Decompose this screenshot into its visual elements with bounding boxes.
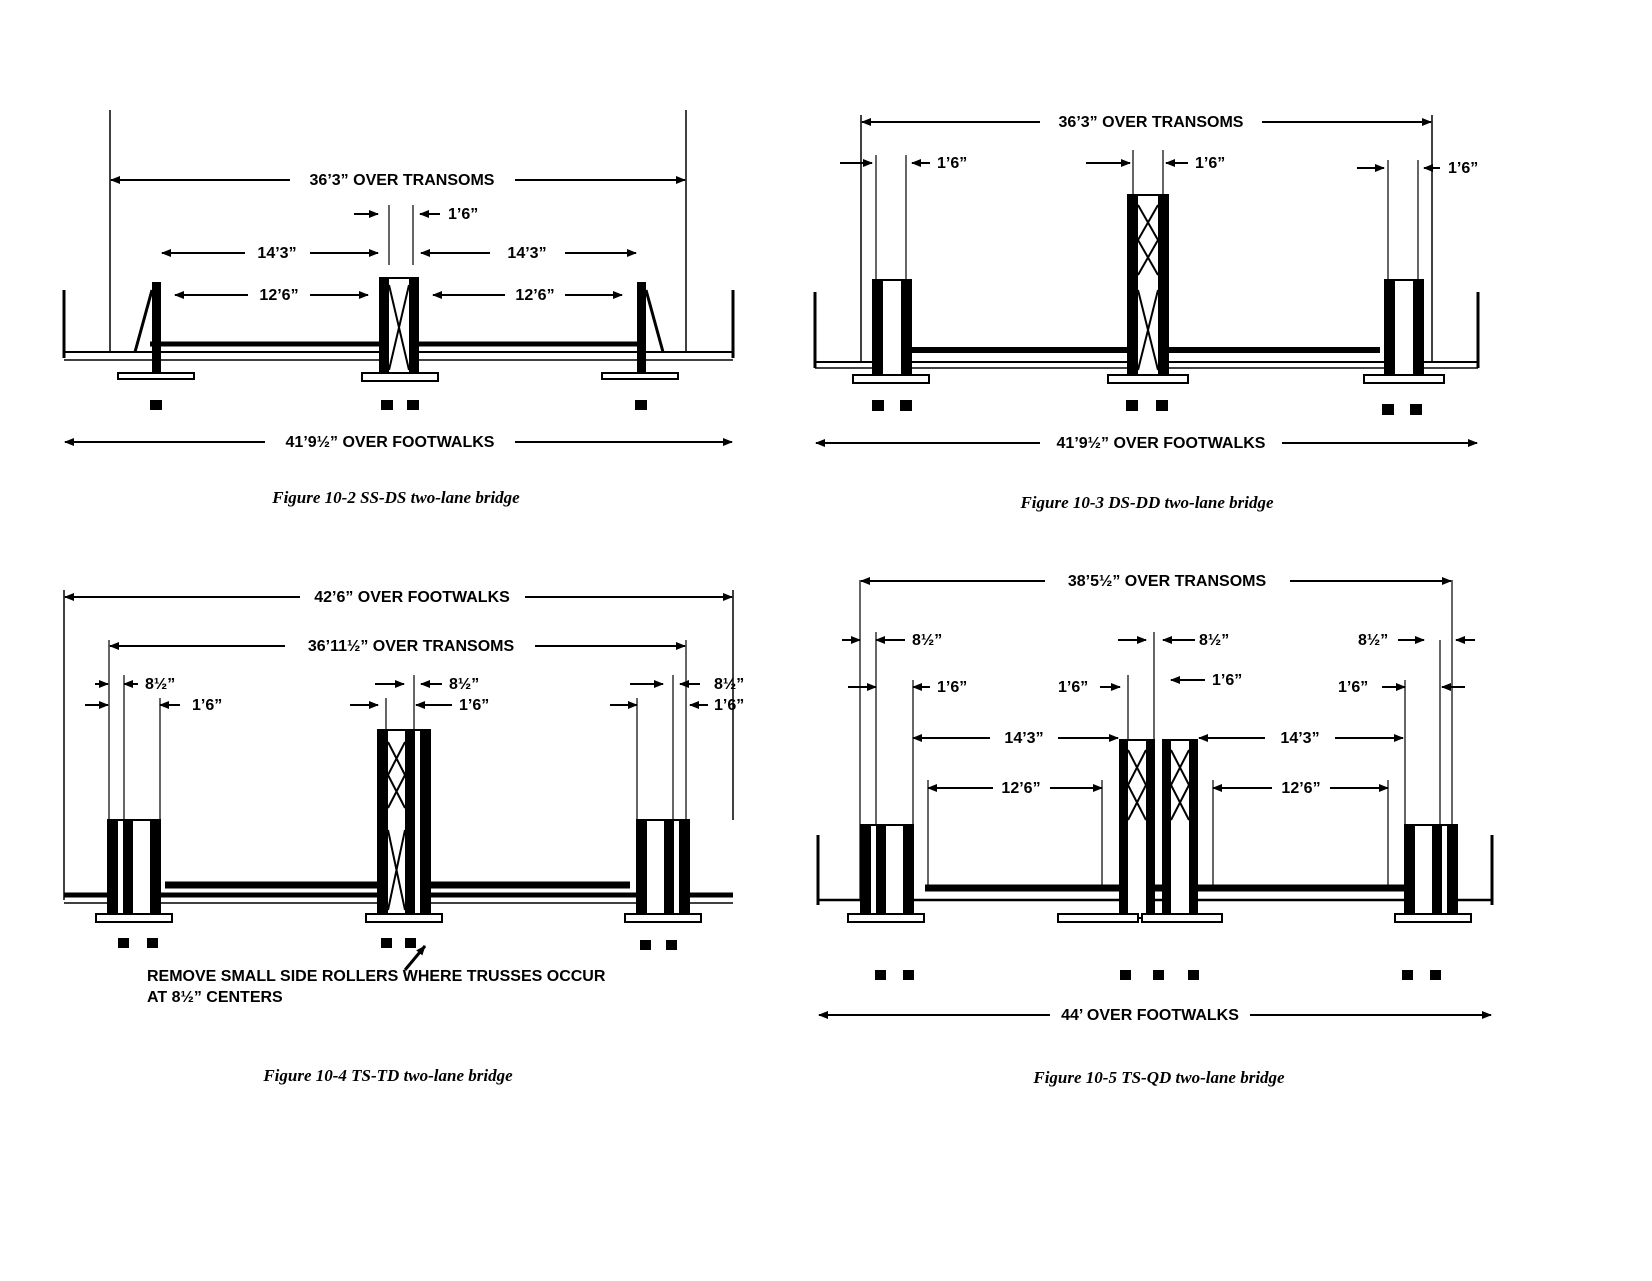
fig2-caption: Figure 10-2 SS-DS two-lane bridge <box>271 488 520 507</box>
fig5-caption: Figure 10-5 TS-QD two-lane bridge <box>1032 1068 1285 1087</box>
fig4-center-truss <box>365 729 443 923</box>
fig3-rollers <box>872 400 1422 415</box>
fig5-right-truss <box>1394 824 1472 923</box>
fig4-left-16-dim: 1’6” <box>192 697 222 714</box>
fig4-caption: Figure 10-4 TS-TD two-lane bridge <box>262 1066 513 1085</box>
fig3-dimension-labels: 36’3” OVER TRANSOMS 1’6” 1’6” 1’6” 41’9½… <box>937 114 1478 452</box>
figure-10-5: 38’5½” OVER TRANSOMS 8½” 1’6” 8½” 1’6” 1… <box>816 573 1494 1087</box>
fig5-dimension-lines <box>818 577 1492 1019</box>
fig5-rollers <box>875 970 1441 980</box>
fig2-rollers <box>150 400 647 410</box>
figure-10-4: 42’6” OVER FOOTWALKS 36’11½” OVER TRANSO… <box>63 589 744 1085</box>
fig5-left-truss <box>847 824 925 923</box>
fig2-dimension-labels: 36’3” OVER TRANSOMS 1’6” 14’3” 14’3” 12’… <box>257 172 554 451</box>
fig3-center-truss <box>1107 194 1189 384</box>
fig2-overall-footwalks: 41’9½” OVER FOOTWALKS <box>286 434 495 451</box>
fig5-right-85-dim: 8½” <box>1358 632 1388 649</box>
fig4-left-truss <box>95 819 173 923</box>
fig4-center-16-dim: 1’6” <box>459 697 489 714</box>
fig3-center-truss-dim: 1’6” <box>1195 155 1225 172</box>
fig4-dimension-labels: 42’6” OVER FOOTWALKS 36’11½” OVER TRANSO… <box>145 589 744 714</box>
fig3-right-truss <box>1363 279 1445 384</box>
fig2-right-truss <box>601 282 679 380</box>
fig2-left-truss <box>117 282 195 380</box>
fig5-left-16-dim: 1’6” <box>937 679 967 696</box>
fig5-left-14-dim: 14’3” <box>1004 730 1043 747</box>
fig2-center-truss <box>361 277 439 382</box>
fig3-overall-transoms: 36’3” OVER TRANSOMS <box>1059 114 1244 131</box>
fig4-note-line-1: REMOVE SMALL SIDE ROLLERS WHERE TRUSSES … <box>147 968 606 985</box>
fig5-dimension-labels: 38’5½” OVER TRANSOMS 8½” 1’6” 8½” 1’6” 1… <box>912 573 1388 1024</box>
fig2-center-truss-dim: 1’6” <box>448 206 478 223</box>
fig4-note-line-2: AT 8½” CENTERS <box>147 989 283 1006</box>
fig5-overall-transoms: 38’5½” OVER TRANSOMS <box>1068 573 1267 590</box>
fig5-right-16-dim: 1’6” <box>1338 679 1368 696</box>
fig5-center-trusses <box>1057 739 1223 923</box>
fig2-right-12-dim: 12’6” <box>515 287 554 304</box>
fig4-right-85-dim: 8½” <box>714 676 744 693</box>
fig3-caption: Figure 10-3 DS-DD two-lane bridge <box>1019 493 1274 512</box>
fig3-left-truss <box>852 279 930 384</box>
fig4-right-truss <box>624 819 702 923</box>
fig5-right-12-dim: 12’6” <box>1281 780 1320 797</box>
fig2-right-14-dim: 14’3” <box>507 245 546 262</box>
fig4-dimension-lines <box>64 593 733 971</box>
fig5-left-85-dim: 8½” <box>912 632 942 649</box>
fig5-right-14-dim: 14’3” <box>1280 730 1319 747</box>
fig2-left-12-dim: 12’6” <box>259 287 298 304</box>
figure-10-2: 36’3” OVER TRANSOMS 1’6” 14’3” 14’3” 12’… <box>62 110 735 507</box>
fig5-center-16-left-dim: 1’6” <box>1058 679 1088 696</box>
fig3-dimension-lines <box>815 118 1478 447</box>
fig3-overall-footwalks: 41’9½” OVER FOOTWALKS <box>1057 435 1266 452</box>
fig3-right-truss-dim: 1’6” <box>1448 160 1478 177</box>
fig4-right-16-dim: 1’6” <box>714 697 744 714</box>
fig5-left-12-dim: 12’6” <box>1001 780 1040 797</box>
fig4-note: REMOVE SMALL SIDE ROLLERS WHERE TRUSSES … <box>147 968 606 1006</box>
fig4-left-85-dim: 8½” <box>145 676 175 693</box>
fig2-dimension-lines <box>64 176 733 446</box>
figure-10-3: 36’3” OVER TRANSOMS 1’6” 1’6” 1’6” 41’9½… <box>813 114 1480 512</box>
fig4-overall-transoms: 36’11½” OVER TRANSOMS <box>308 638 515 655</box>
fig2-left-14-dim: 14’3” <box>257 245 296 262</box>
fig4-rollers <box>118 938 677 950</box>
fig5-center-16-right-dim: 1’6” <box>1212 672 1242 689</box>
fig5-overall-footwalks: 44’ OVER FOOTWALKS <box>1061 1007 1239 1024</box>
fig2-overall-transoms: 36’3” OVER TRANSOMS <box>310 172 495 189</box>
fig4-overall-footwalks: 42’6” OVER FOOTWALKS <box>314 589 510 606</box>
fig4-center-85-dim: 8½” <box>449 676 479 693</box>
fig5-center-85-dim: 8½” <box>1199 632 1229 649</box>
fig3-left-truss-dim: 1’6” <box>937 155 967 172</box>
